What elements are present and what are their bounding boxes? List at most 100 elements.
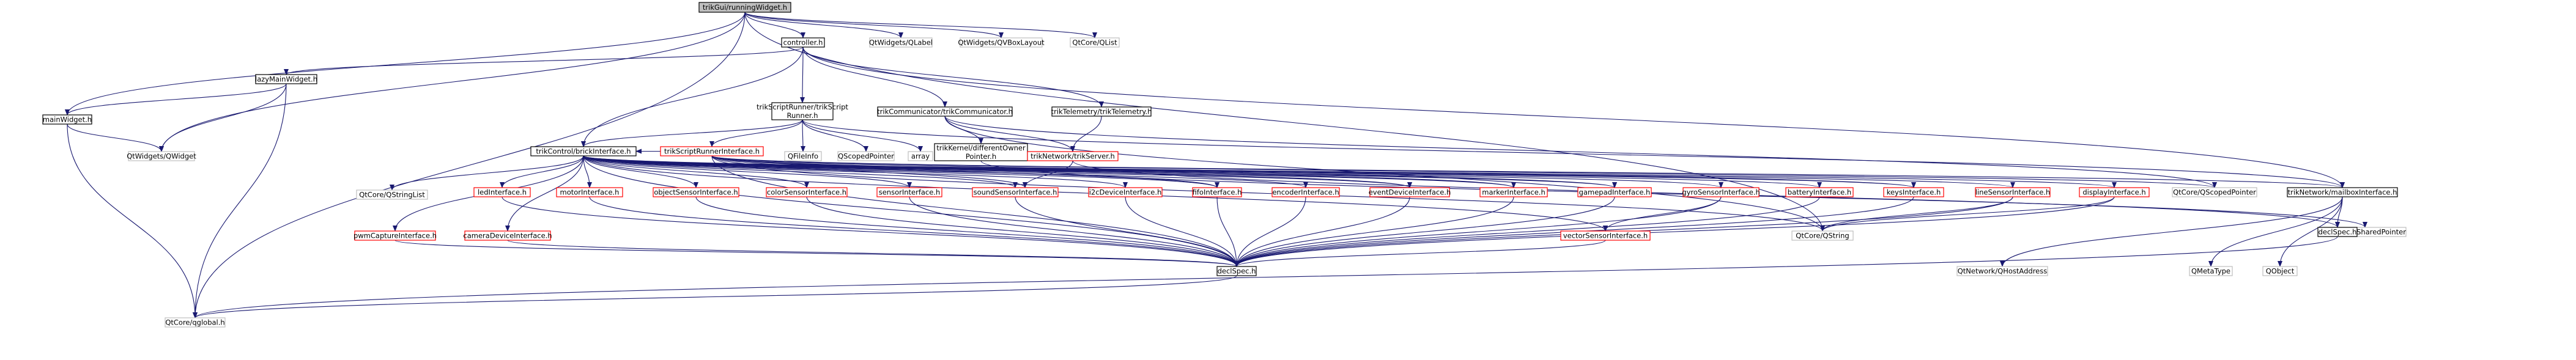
node-led[interactable]: ledInterface.h xyxy=(473,187,531,197)
node-box xyxy=(698,2,791,13)
edge-commun-to-server xyxy=(944,116,1075,152)
node-qlist[interactable]: QtCore/QList xyxy=(1070,37,1120,48)
edge-srunneriface-to-qstring xyxy=(711,155,1825,232)
node-label: objectSensorInterface.h xyxy=(654,188,738,197)
node-box xyxy=(556,187,623,197)
node-fifo[interactable]: fifoInterface.h xyxy=(1192,187,1242,197)
edge-root-to-qwidget xyxy=(159,12,746,152)
node-declspec[interactable]: declSpec.h xyxy=(1216,266,1257,276)
edge-event-to-declspec xyxy=(1234,196,1410,267)
node-box xyxy=(530,146,637,156)
node-qobject[interactable]: QObject xyxy=(2262,266,2298,276)
edges-layer xyxy=(65,12,2367,318)
node-box xyxy=(1682,187,1760,197)
node-qscopedptr1[interactable]: QScopedPointer xyxy=(837,151,895,161)
node-battery[interactable]: batteryInterface.h xyxy=(1785,187,1854,197)
node-box xyxy=(1088,187,1163,197)
edge-scriptrunner-to-srunneriface xyxy=(709,119,803,147)
edge-mailbox-to-qobject xyxy=(2278,196,2343,267)
node-label: trikKernel/differentOwner xyxy=(936,144,1026,152)
node-label: colorSensorInterface.h xyxy=(767,188,846,197)
edge-gyro-to-declspec xyxy=(1234,196,1722,267)
edge-srunneriface-to-gamepad xyxy=(711,155,1617,188)
node-array[interactable]: array xyxy=(908,151,933,161)
node-sound[interactable]: soundSensorInterface.h xyxy=(972,187,1059,197)
node-box xyxy=(771,102,834,120)
node-commun[interactable]: trikCommunicator/trikCommunicator.h xyxy=(877,106,1013,117)
node-encoder[interactable]: encoderInterface.h xyxy=(1271,187,1340,197)
node-label: gyroSensorInterface.h xyxy=(1682,188,1760,197)
node-qstring[interactable]: QtCore/QString xyxy=(1791,230,1854,241)
node-qstringlist[interactable]: QtCore/QStringList xyxy=(356,189,428,200)
edge-lazy-to-qwidget xyxy=(159,83,287,152)
node-keys[interactable]: keysInterface.h xyxy=(1883,187,1944,197)
edge-mainw-to-qglobal xyxy=(67,123,198,318)
node-brick[interactable]: trikControl/brickInterface.h xyxy=(530,146,637,156)
node-box xyxy=(2262,266,2298,276)
node-gamepad[interactable]: gamepadInterface.h xyxy=(1577,187,1652,197)
node-mailbox[interactable]: trikNetwork/mailboxInterface.h xyxy=(2287,187,2398,197)
node-display[interactable]: displayInterface.h xyxy=(2079,187,2150,197)
node-label: QtCore/QStringList xyxy=(359,191,425,199)
edge-commun-to-qscopedptr2 xyxy=(944,116,2217,188)
node-qglobal[interactable]: QtCore/qglobal.h xyxy=(165,317,226,328)
node-srunneriface[interactable]: trikScriptRunnerInterface.h xyxy=(660,146,764,156)
node-label: mainWidget.h xyxy=(43,116,92,124)
node-camera[interactable]: cameraDeviceInterface.h xyxy=(463,230,552,241)
node-motor[interactable]: motorInterface.h xyxy=(556,187,623,197)
node-marker[interactable]: markerInterface.h xyxy=(1479,187,1548,197)
node-qmeta[interactable]: QMetaType xyxy=(2189,266,2233,276)
node-qfileinfo[interactable]: QFileInfo xyxy=(784,151,822,161)
node-lazy[interactable]: lazyMainWidget.h xyxy=(255,74,317,84)
node-label: sensorInterface.h xyxy=(879,188,941,197)
edge-mainw-to-qwidget xyxy=(67,123,164,152)
node-mainw[interactable]: mainWidget.h xyxy=(42,114,92,125)
edge-fifo-to-declspec xyxy=(1216,196,1239,267)
node-label: array xyxy=(911,152,930,161)
node-box xyxy=(255,74,317,84)
node-qhost[interactable]: QtNetwork/QHostAddress xyxy=(1956,266,2048,276)
node-label: gamepadInterface.h xyxy=(1579,188,1651,197)
node-i2c[interactable]: i2cDeviceInterface.h xyxy=(1088,187,1163,197)
node-gyro[interactable]: gyroSensorInterface.h xyxy=(1682,187,1760,197)
node-scriptrunner[interactable]: trikScriptRunner/trikScriptRunner.h xyxy=(757,102,848,120)
edge-srunneriface-to-event xyxy=(711,155,1412,188)
node-controller[interactable]: controller.h xyxy=(781,37,825,48)
node-color[interactable]: colorSensorInterface.h xyxy=(766,187,848,197)
edge-srunneriface-to-keys xyxy=(711,155,1916,188)
node-vector[interactable]: vectorSensorInterface.h xyxy=(1560,230,1651,241)
node-box xyxy=(2079,187,2150,197)
node-box xyxy=(1070,37,1120,48)
edge-brick-to-sensor xyxy=(583,155,912,188)
node-box xyxy=(1975,187,2051,197)
node-box xyxy=(42,114,92,125)
node-box xyxy=(781,37,825,48)
edge-brick-to-declspec xyxy=(583,155,1239,267)
node-server[interactable]: trikNetwork/trikServer.h xyxy=(1027,151,1119,161)
edge-marker-to-declspec xyxy=(1234,196,1514,267)
edge-brick-to-led xyxy=(500,155,584,188)
node-label: QtWidgets/QLabel xyxy=(869,39,933,47)
node-declspec2[interactable]: declSpec.h xyxy=(2317,227,2358,237)
node-root[interactable]: trikGui/runningWidget.h xyxy=(698,2,791,13)
edge-controller-to-commun xyxy=(802,46,947,108)
node-qscopedptr2[interactable]: QtCore/QScopedPointer xyxy=(2172,187,2257,197)
node-pwm[interactable]: pwmCaptureInterface.h xyxy=(353,230,437,241)
node-qwidget[interactable]: QtWidgets/QWidget xyxy=(127,151,196,161)
node-label: fifoInterface.h xyxy=(1193,188,1242,197)
node-object[interactable]: objectSensorInterface.h xyxy=(653,187,739,197)
edge-camera-to-declspec xyxy=(507,240,1239,267)
node-line[interactable]: lineSensorInterface.h xyxy=(1975,187,2051,197)
node-qlabel[interactable]: QtWidgets/QLabel xyxy=(869,37,933,48)
node-telemetry[interactable]: trikTelemetry/trikTelemetry.h xyxy=(1051,106,1152,117)
edge-scriptrunner-to-array xyxy=(802,119,923,152)
edge-scriptrunner-to-mailbox xyxy=(802,119,2345,188)
node-box xyxy=(1791,230,1854,241)
node-box xyxy=(2317,227,2358,237)
node-event[interactable]: eventDeviceInterface.h xyxy=(1369,187,1451,197)
node-qvbox[interactable]: QtWidgets/QVBoxLayout xyxy=(958,37,1045,48)
node-sensor[interactable]: sensorInterface.h xyxy=(876,187,942,197)
node-label: QtNetwork/QHostAddress xyxy=(1958,267,2048,276)
